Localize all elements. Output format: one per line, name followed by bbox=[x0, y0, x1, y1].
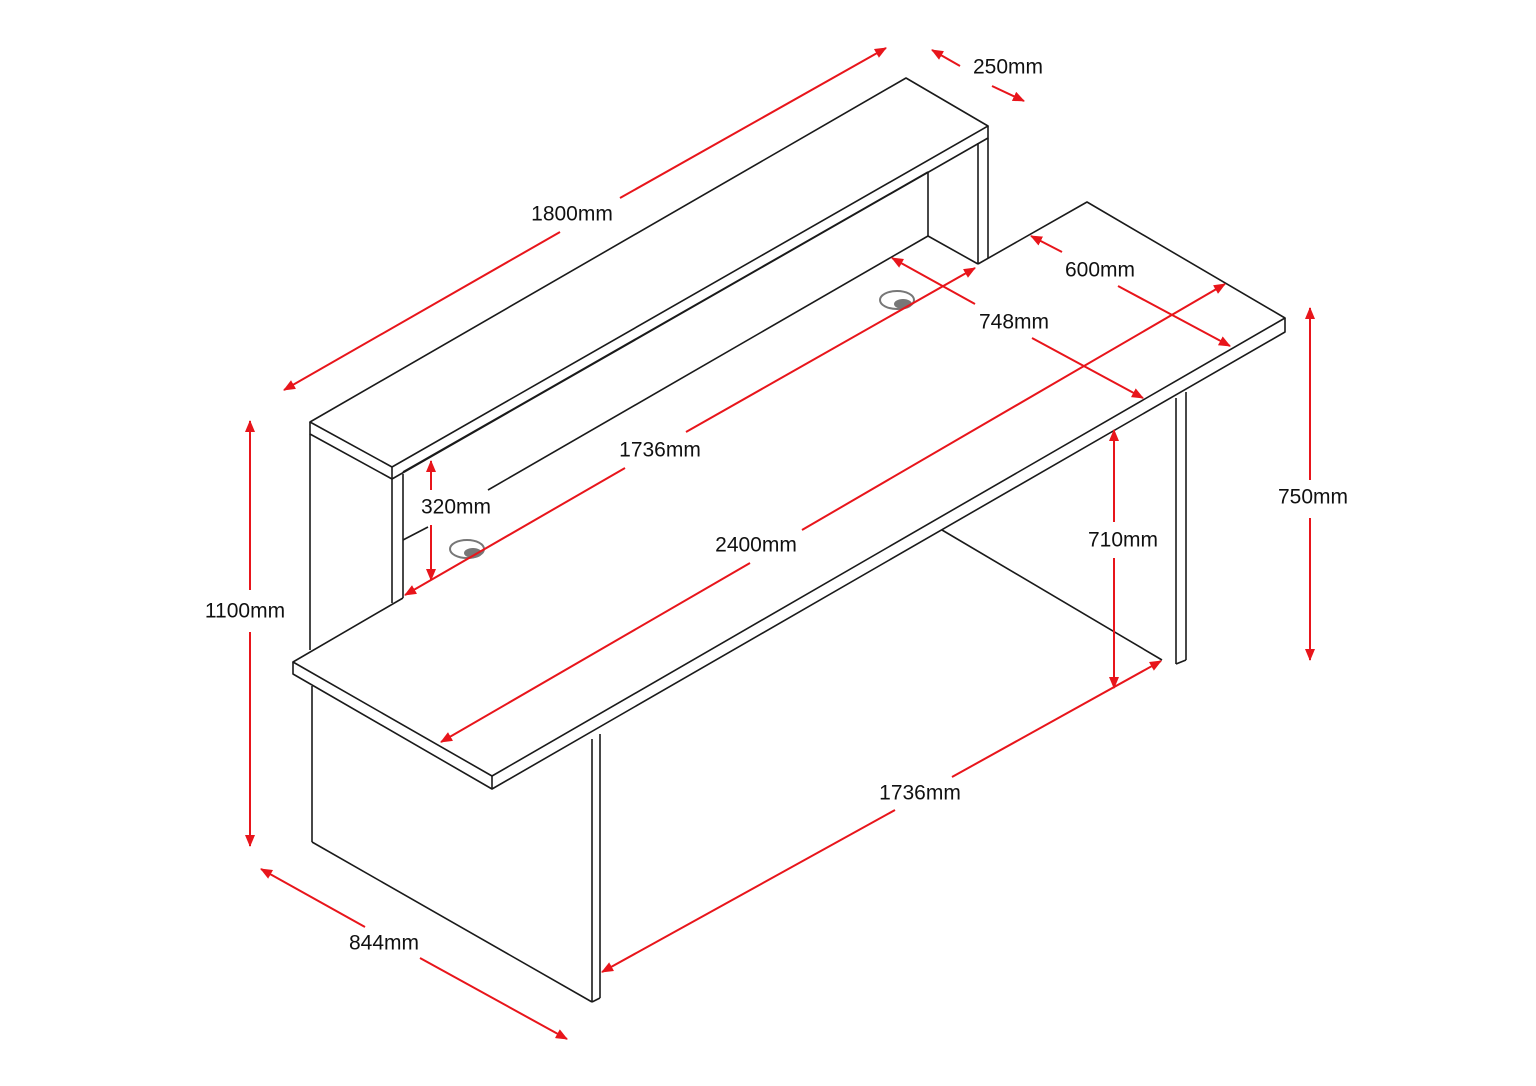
arrow-1736-upper bbox=[685, 267, 976, 433]
desktop bbox=[292, 201, 1286, 790]
arrow-1800 bbox=[283, 231, 561, 391]
arrow-748 bbox=[1031, 337, 1144, 399]
hutch-shelf bbox=[309, 77, 989, 480]
label-top-depth: 600mm bbox=[1065, 259, 1135, 282]
label-knee-height: 710mm bbox=[1088, 529, 1158, 552]
label-overall-depth-top: 748mm bbox=[979, 311, 1049, 334]
pedestal-left bbox=[311, 686, 601, 1003]
label-hutch-depth: 250mm bbox=[973, 56, 1043, 79]
arrow-1736-lower bbox=[951, 660, 1162, 778]
label-inner-length-upper: 1736mm bbox=[619, 439, 701, 462]
arrow-1800 bbox=[619, 47, 887, 199]
label-total-height: 1100mm bbox=[205, 600, 285, 623]
label-desk-height: 750mm bbox=[1278, 486, 1348, 509]
label-top-length: 2400mm bbox=[715, 534, 797, 557]
arrow-250 bbox=[931, 49, 961, 67]
hutch-left-panel bbox=[309, 434, 429, 650]
cable-grommet-icon bbox=[449, 539, 485, 559]
pedestal-right bbox=[941, 392, 1187, 665]
label-overall-depth: 844mm bbox=[349, 932, 419, 955]
arrow-250 bbox=[991, 85, 1025, 102]
label-hutch-height: 320mm bbox=[421, 496, 491, 519]
label-hutch-length: 1800mm bbox=[531, 203, 613, 226]
hutch-right-panel bbox=[487, 138, 989, 491]
arrow-844 bbox=[419, 957, 568, 1040]
arrow-600 bbox=[1117, 285, 1231, 347]
dimension-arrows bbox=[245, 47, 1315, 1040]
arrow-600 bbox=[1030, 235, 1063, 253]
dimension-labels: 1800mm 250mm 600mm 748mm 1736mm 2400mm 3… bbox=[205, 56, 1348, 955]
arrow-2400 bbox=[440, 562, 751, 743]
arrow-748 bbox=[891, 257, 976, 305]
arrow-1736-upper bbox=[404, 467, 626, 596]
label-inner-length-lower: 1736mm bbox=[879, 782, 961, 805]
arrow-2400 bbox=[801, 283, 1226, 531]
arrow-1736-lower bbox=[601, 809, 896, 973]
arrow-844 bbox=[260, 868, 366, 928]
